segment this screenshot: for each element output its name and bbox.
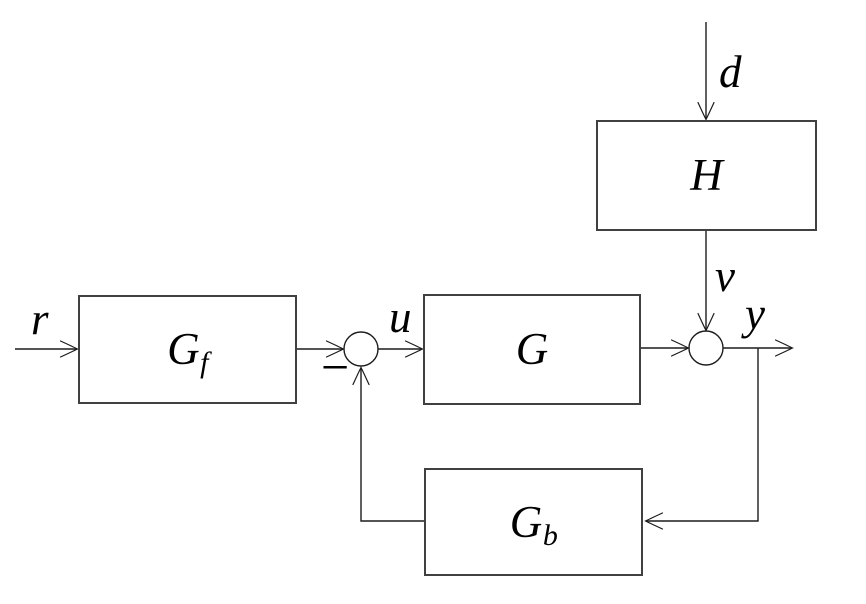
label-signal-y: y [745, 289, 765, 339]
block-gb: Gb [424, 468, 643, 576]
wire-gb-to-junction [360, 368, 424, 522]
block-g-label-main: G [515, 324, 549, 374]
block-h-label-main: H [690, 150, 723, 200]
label-signal-r: r [31, 294, 49, 344]
arrowhead-feedback-into-gb [644, 512, 664, 530]
arrowhead-d-into-h [697, 101, 715, 121]
arrowhead-y-output [774, 339, 794, 357]
block-gf: Gf [78, 295, 297, 404]
label-signal-u: u [389, 292, 412, 342]
label-signal-d: d [719, 47, 742, 97]
wire-feedback-tap-to-gb [646, 348, 759, 522]
arrowhead-gb-into-junction [352, 366, 370, 386]
block-gb-label-main: G [509, 496, 543, 547]
block-gb-label-sub: b [542, 518, 558, 552]
block-gf-label: Gf [167, 324, 208, 378]
block-gf-label-main: G [167, 324, 200, 374]
summing-junction-right [688, 330, 724, 366]
block-h-label: H [690, 153, 723, 198]
block-gb-label: Gb [509, 496, 558, 550]
label-signal-v: v [715, 251, 735, 301]
arrowhead-u-into-g [404, 340, 424, 358]
label-minus-sign: − [321, 339, 350, 395]
summing-junction-left [343, 331, 379, 367]
block-g-label: G [516, 327, 549, 372]
block-h: H [596, 120, 817, 231]
block-g: G [423, 294, 641, 405]
block-gf-label-sub: f [200, 346, 209, 380]
arrowhead-r-into-gf [59, 340, 79, 358]
